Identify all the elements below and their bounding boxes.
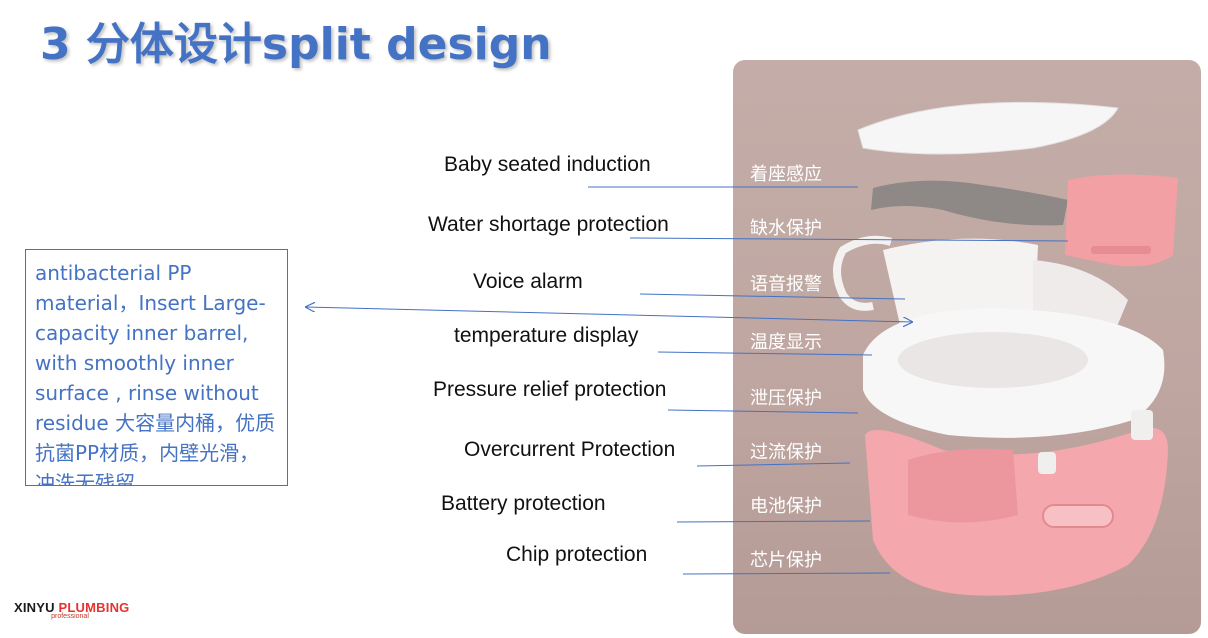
feature-label-seated-induction: Baby seated induction — [444, 153, 651, 176]
leader-line-battery — [676, 520, 871, 523]
page-title: 3 分体设计split design — [40, 19, 552, 70]
logo-wordmark: XINYU PLUMBING — [14, 600, 129, 615]
feature-label-overcurrent: Overcurrent Protection — [464, 438, 676, 461]
leader-line-chip — [682, 572, 891, 575]
feature-label-water-shortage: Water shortage protection — [428, 213, 669, 236]
leader-line-water-shortage — [629, 237, 1069, 242]
zh-label-temperature: 温度显示 — [750, 332, 822, 353]
zh-label-overcurrent: 过流保护 — [750, 442, 822, 463]
zh-label-water-shortage: 缺水保护 — [750, 218, 822, 239]
leader-line-pressure-relief — [667, 409, 859, 414]
feature-label-temperature: temperature display — [454, 324, 639, 347]
feature-label-voice-alarm: Voice alarm — [473, 270, 583, 293]
feature-label-pressure-relief: Pressure relief protection — [433, 378, 667, 401]
zh-label-chip: 芯片保护 — [750, 550, 822, 571]
feature-label-chip: Chip protection — [506, 543, 648, 566]
logo-word-plumbing: PLUMBING — [58, 600, 130, 615]
zh-label-battery: 电池保护 — [750, 496, 822, 517]
product-illustration — [833, 101, 1178, 596]
leader-line-overcurrent — [696, 462, 851, 467]
zh-label-pressure-relief: 泄压保护 — [750, 388, 822, 409]
zh-label-seated-induction: 着座感应 — [750, 164, 822, 185]
xinyu-plumbing-logo: XINYU PLUMBING professional — [14, 600, 129, 624]
logo-word-xinyu: XINYU — [14, 600, 55, 615]
leader-line-temperature — [657, 351, 873, 356]
description-arrow — [306, 307, 912, 322]
zh-label-voice-alarm: 语音报警 — [750, 274, 822, 295]
product-photo: 着座感应 缺水保护 语音报警 温度显示 泄压保护 过流保护 电池保护 芯片保护 — [733, 60, 1201, 634]
leader-line-voice-alarm — [639, 293, 906, 300]
logo-tagline: professional — [51, 613, 89, 620]
feature-label-battery: Battery protection — [441, 492, 606, 515]
material-description: antibacterial PP material，Insert Large-c… — [25, 249, 288, 486]
